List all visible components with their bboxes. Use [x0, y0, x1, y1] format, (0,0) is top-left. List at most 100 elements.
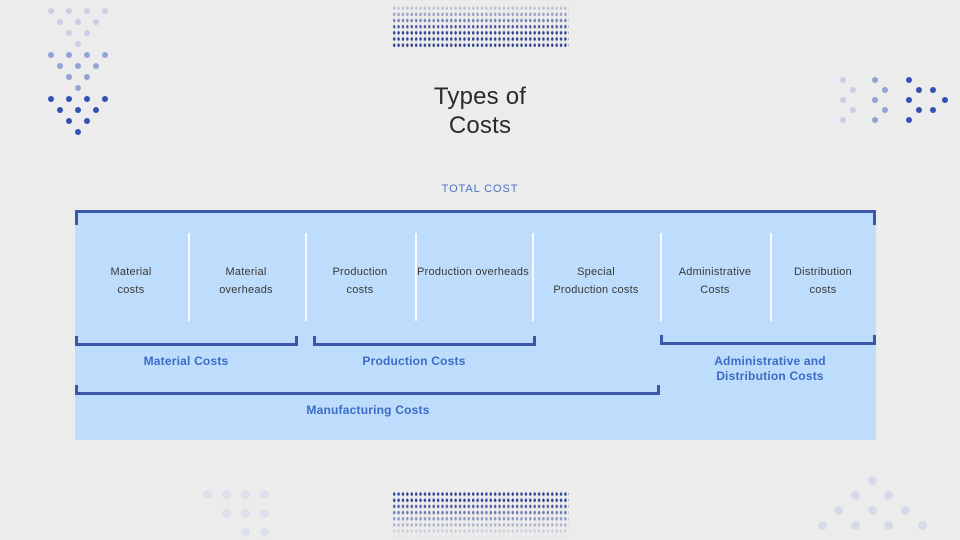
decoration-dot: [868, 476, 877, 485]
slide-title-line-2: Costs: [448, 112, 512, 139]
decoration-dot: [84, 52, 90, 58]
decoration-dot: [884, 491, 893, 500]
decoration-dot: [906, 77, 912, 83]
column-label-line: Administrative: [678, 266, 752, 278]
decoration-dot: [102, 52, 108, 58]
cost-column-material-costs: Material costs: [110, 263, 151, 299]
decoration-dot: [884, 521, 893, 530]
column-separator: [188, 233, 190, 321]
group-label-manufacturing: Manufacturing Costs: [306, 403, 430, 417]
decoration-dot: [930, 87, 936, 93]
decoration-dot: [84, 30, 90, 36]
decoration-dot: [850, 87, 856, 93]
column-label-line: overheads: [219, 284, 273, 296]
decoration-dot: [222, 509, 231, 518]
column-label-line: costs: [809, 284, 837, 296]
decoration-dot: [840, 77, 846, 83]
column-label-line: Production overheads: [416, 266, 530, 278]
group-bracket-production: [313, 336, 536, 346]
column-separator: [305, 233, 307, 321]
slide-title-line-1: Types of: [433, 83, 527, 110]
decoration-dot: [872, 117, 878, 123]
group-label-line: Distribution Costs: [716, 369, 824, 383]
decoration-dot: [57, 63, 63, 69]
column-label-line: Production: [332, 266, 388, 278]
decoration-dot: [851, 491, 860, 500]
decoration-dot: [882, 107, 888, 113]
cost-column-special-production-costs: Special Production costs: [553, 263, 638, 299]
decoration-dot: [66, 96, 72, 102]
decoration-dot: [48, 8, 54, 14]
decoration-dot: [872, 77, 878, 83]
decoration-dot: [916, 107, 922, 113]
column-label-line: Special: [577, 266, 615, 278]
decoration-dot: [75, 107, 81, 113]
decoration-dot: [75, 19, 81, 25]
decoration-dot: [84, 96, 90, 102]
decoration-dot: [241, 490, 250, 499]
cost-column-administrative-costs: Administrative Costs: [679, 263, 752, 299]
decoration-dot: [882, 87, 888, 93]
column-label-line: costs: [346, 284, 374, 296]
decoration-dot: [942, 97, 948, 103]
decoration-dot: [260, 528, 269, 537]
group-bracket-admin-distribution: [660, 335, 876, 345]
dot-grid-decoration-bottom: [392, 491, 569, 540]
cost-column-material-overheads: Material overheads: [219, 263, 273, 299]
decoration-dot: [918, 521, 927, 530]
decoration-dot: [834, 506, 843, 515]
group-bracket-material: [75, 336, 298, 346]
decoration-dot: [66, 118, 72, 124]
decoration-dot: [75, 63, 81, 69]
decoration-dot: [906, 97, 912, 103]
decoration-dot: [260, 509, 269, 518]
column-label-line: costs: [117, 284, 145, 296]
group-label-production: Production Costs: [362, 354, 466, 368]
decoration-dot: [840, 117, 846, 123]
decoration-dot: [850, 107, 856, 113]
column-label-line: Material: [110, 266, 152, 278]
decoration-dot: [48, 52, 54, 58]
decoration-dot: [818, 521, 827, 530]
dot-grid-decoration-top: [392, 5, 569, 49]
decoration-dot: [75, 41, 81, 47]
cost-column-distribution-costs: Distribution costs: [794, 263, 852, 299]
decoration-dot: [916, 87, 922, 93]
cost-column-production-costs: Production costs: [332, 263, 387, 299]
decoration-dot: [66, 30, 72, 36]
decoration-dot: [57, 19, 63, 25]
decoration-dot: [868, 506, 877, 515]
group-label-admin-distribution: Administrative and Distribution Costs: [714, 354, 826, 384]
decoration-dot: [66, 8, 72, 14]
column-label-line: Material: [225, 266, 267, 278]
column-label-line: Distribution: [793, 266, 853, 278]
column-label-line: Costs: [700, 284, 730, 296]
column-label-line: Production costs: [553, 284, 639, 296]
group-bracket-manufacturing: [75, 385, 660, 395]
total-cost-box: [75, 210, 876, 440]
decoration-dot: [840, 97, 846, 103]
decoration-dot: [48, 96, 54, 102]
slide-title: Types of Costs: [0, 82, 960, 140]
decoration-dot: [84, 8, 90, 14]
column-separator: [770, 233, 772, 321]
group-label-line: Administrative and: [714, 354, 826, 368]
decoration-dot: [93, 63, 99, 69]
decoration-dot: [906, 117, 912, 123]
decoration-dot: [93, 19, 99, 25]
total-cost-box-top-border: [75, 210, 876, 225]
decoration-dot: [901, 506, 910, 515]
decoration-dot: [66, 52, 72, 58]
decoration-dot: [93, 107, 99, 113]
decoration-dot: [222, 490, 231, 499]
group-label-material: Material Costs: [143, 354, 229, 368]
decoration-dot: [102, 96, 108, 102]
decoration-dot: [203, 490, 212, 499]
column-separator: [660, 233, 662, 321]
decoration-dot: [57, 107, 63, 113]
decoration-dot: [872, 97, 878, 103]
total-cost-label: TOTAL COST: [441, 183, 519, 195]
column-separator: [532, 233, 534, 321]
decoration-dot: [102, 8, 108, 14]
